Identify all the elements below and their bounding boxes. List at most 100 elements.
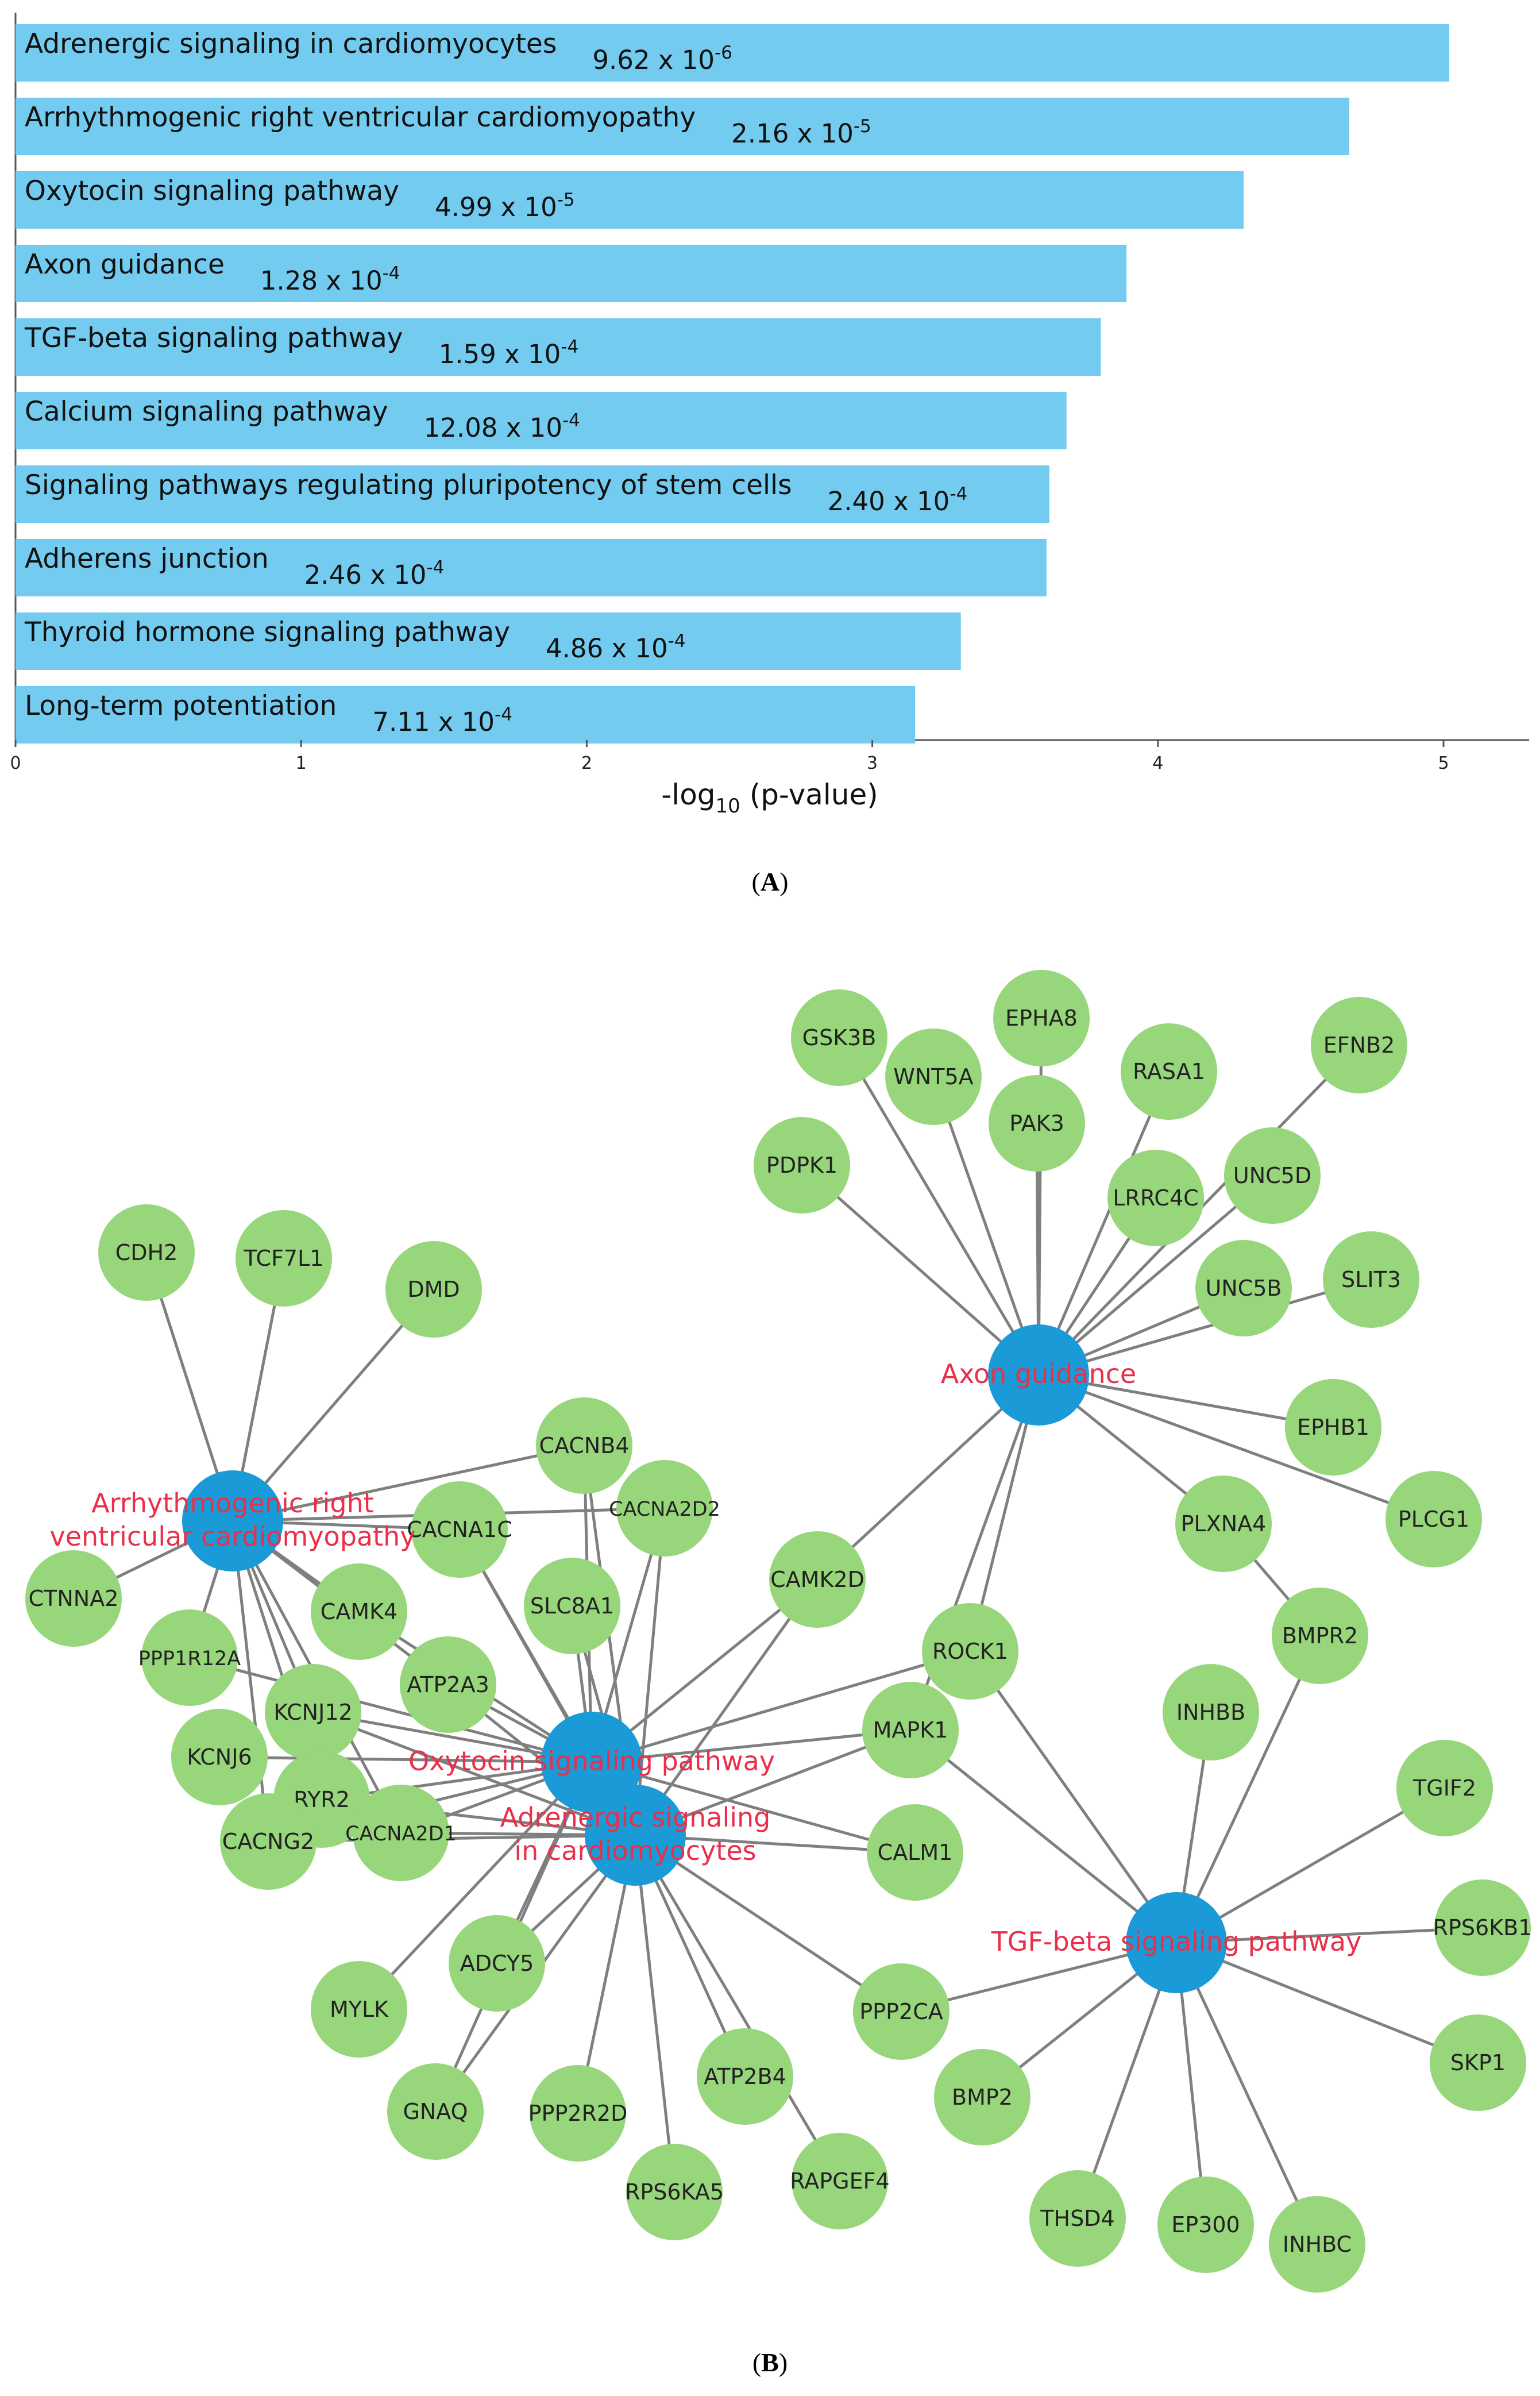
gene-circle <box>1029 2170 1126 2267</box>
gene-node-adcy5: ADCY5 <box>449 1915 545 2012</box>
edge-tgf-tgif2 <box>1175 1786 1446 1944</box>
gene-label: WNT5A <box>893 1064 973 1089</box>
gene-node-cacna2d1: CACNA2D1 <box>345 1785 457 1881</box>
bar-chart: Adrenergic signaling in cardiomyocytes9.… <box>10 13 1530 818</box>
gene-circle <box>934 2049 1030 2145</box>
gene-node-cacna2d2: CACNA2D2 <box>609 1460 720 1557</box>
gene-node-pak3: PAK3 <box>989 1075 1085 1172</box>
bar-thyroid-hormone-signaling-pathway <box>16 613 961 670</box>
bar-label-calcium-signaling-pathway: Calcium signaling pathway <box>25 396 388 427</box>
gene-node-rock1: ROCK1 <box>922 1603 1018 1700</box>
gene-label: SLIT3 <box>1341 1267 1401 1292</box>
gene-node-bmpr2: BMPR2 <box>1272 1588 1368 1684</box>
edge-axon-pdpk1 <box>801 1164 1040 1376</box>
edge-adr-ppp2ca <box>634 1833 902 2013</box>
bar-label-tgf-beta-signaling-pathway: TGF-beta signaling pathway <box>24 322 403 354</box>
panel-a-letter: A <box>760 867 780 896</box>
panel-b-letter: B <box>761 2348 779 2377</box>
gene-circle <box>353 1785 449 1881</box>
gene-node-gnaq: GNAQ <box>387 2063 484 2160</box>
hub-label-tgf: TGF-beta signaling pathway <box>991 1926 1362 1957</box>
gene-node-ppp2ca: PPP2CA <box>853 1963 950 2060</box>
gene-label: CDH2 <box>115 1240 178 1265</box>
gene-label: DMD <box>407 1277 460 1302</box>
pvalue-exponent: -4 <box>668 631 686 652</box>
hub-label-adr: in cardiomyocytes <box>514 1835 756 1866</box>
gene-label: UNC5D <box>1233 1163 1311 1188</box>
edge-arvc-dmd <box>231 1288 435 1522</box>
gene-circle <box>989 1075 1085 1172</box>
gene-node-rps6ka5: RPS6KA5 <box>625 2144 724 2240</box>
x-tick-label-4: 4 <box>1152 753 1163 773</box>
gene-node-ctnna2: CTNNA2 <box>25 1550 122 1647</box>
gene-circle <box>171 1709 268 1805</box>
bar-axon-guidance <box>16 245 1127 302</box>
gene-circle <box>1269 2196 1365 2293</box>
gene-node-cacnb4: CACNB4 <box>536 1397 632 1494</box>
gene-node-dmd: DMD <box>385 1241 482 1338</box>
gene-node-unc5b: UNC5B <box>1195 1240 1292 1336</box>
gene-node-efnb2: EFNB2 <box>1311 997 1407 1093</box>
gene-circle <box>1157 2177 1254 2273</box>
gene-label: PLXNA4 <box>1181 1511 1267 1536</box>
edge-tgf-rps6kb1 <box>1176 1926 1483 1944</box>
gene-label: KCNJ6 <box>187 1744 252 1770</box>
edge-oxy-rock1 <box>591 1650 971 1764</box>
panel-b-caption: (B) <box>752 2348 788 2377</box>
gene-node-inhbb: INHBB <box>1163 1664 1259 1761</box>
gene-circle <box>1224 1127 1321 1224</box>
hub-label-arvc: Arrhythmogenic right <box>91 1488 374 1519</box>
edge-tgf-inhbc <box>1175 1942 1319 2245</box>
edge-adr-camk2d <box>634 1578 819 1836</box>
bar-adrenergic-signaling-in-cardiomyocytes <box>16 24 1449 82</box>
gene-label: INHBB <box>1176 1700 1245 1725</box>
gene-label: TGIF2 <box>1412 1775 1476 1801</box>
gene-circle <box>616 1460 713 1557</box>
gene-circle <box>387 2063 484 2160</box>
gene-node-bmp2: BMP2 <box>934 2049 1030 2145</box>
gene-label: BMPR2 <box>1282 1623 1358 1648</box>
bar-label-adherens-junction: Adherens junction <box>25 543 269 575</box>
gene-circle <box>769 1531 866 1628</box>
gene-node-unc5d: UNC5D <box>1224 1127 1321 1224</box>
edge-tgf-bmpr2 <box>1175 1635 1322 1944</box>
gene-label: CACNB4 <box>539 1433 629 1458</box>
pvalue-label-arrhythmogenic-right-ventricular-cardiomyopathy: 2.16 x 10-5 <box>731 116 871 149</box>
pvalue-label-axon-guidance: 1.28 x 10-4 <box>260 263 400 296</box>
gene-label: BMP2 <box>952 2085 1013 2110</box>
x-tick-label-3: 3 <box>867 753 878 773</box>
gene-label: RAPGEF4 <box>790 2168 889 2194</box>
gene-circle <box>141 1609 238 1706</box>
gene-label: ATP2A3 <box>407 1672 489 1697</box>
gene-label: CACNG2 <box>222 1829 314 1854</box>
gene-label: EPHB1 <box>1297 1415 1369 1440</box>
pvalue-exponent: -4 <box>561 337 578 357</box>
gene-circle <box>1323 1231 1419 1328</box>
gene-node-kcnj12: KCNJ12 <box>265 1664 361 1761</box>
hub-label-oxy: Oxytocin signaling pathway <box>408 1746 775 1777</box>
gene-label: INHBC <box>1283 2232 1352 2257</box>
gene-label: SLC8A1 <box>530 1593 614 1619</box>
bar-label-arrhythmogenic-right-ventricular-cardiomyopathy: Arrhythmogenic right ventricular cardiom… <box>25 102 696 133</box>
gene-circle <box>791 989 887 1086</box>
gene-circle <box>1272 1588 1368 1684</box>
gene-circle <box>1163 1664 1259 1761</box>
gene-label: CACNA1C <box>407 1517 512 1542</box>
gene-label: CTNNA2 <box>29 1586 119 1611</box>
gene-circle <box>98 1204 195 1301</box>
gene-node-gsk3b: GSK3B <box>791 989 887 1086</box>
gene-node-pdpk1: PDPK1 <box>754 1117 850 1214</box>
gene-label: PLCG1 <box>1398 1507 1469 1532</box>
gene-node-camk2d: CAMK2D <box>769 1531 866 1628</box>
gene-label: ATP2B4 <box>704 2064 786 2089</box>
gene-node-tgif2: TGIF2 <box>1396 1740 1493 1836</box>
pvalue-exponent: -4 <box>562 410 580 431</box>
pvalue-label-calcium-signaling-pathway: 12.08 x 10-4 <box>424 410 580 443</box>
gene-circle <box>626 2144 723 2240</box>
edge-oxy-calm1 <box>591 1761 916 1854</box>
gene-node-ppp2r2d: PPP2R2D <box>528 2065 627 2162</box>
edge-axon-gsk3b <box>837 1037 1040 1376</box>
edge-adr-cacna2d2 <box>634 1508 666 1836</box>
x-tick-label-1: 1 <box>296 753 307 773</box>
